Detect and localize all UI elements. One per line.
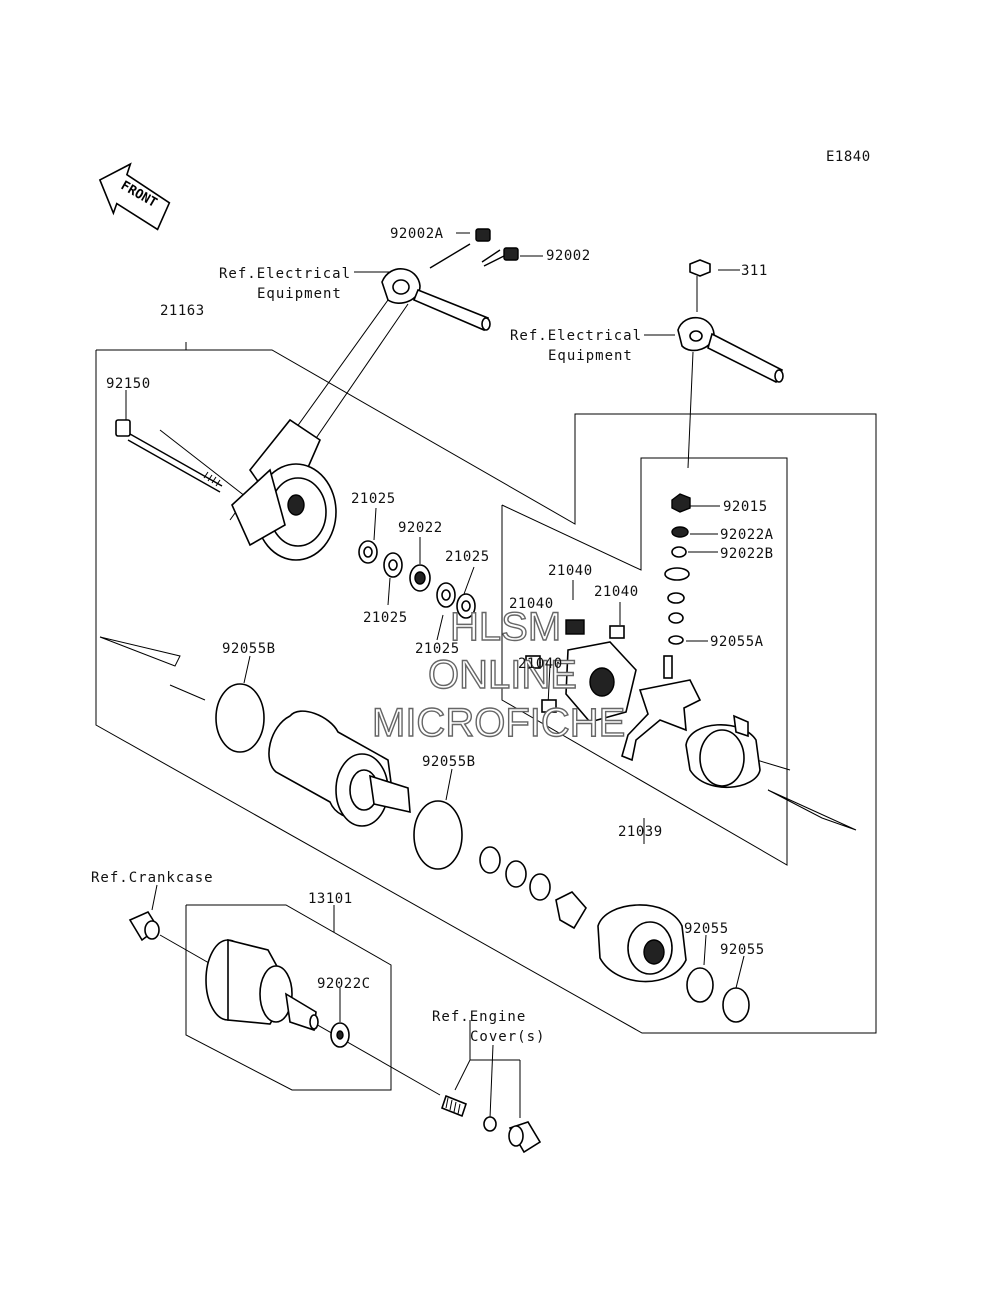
ref-elec-right-1: Ref.Electrical [510, 328, 642, 344]
part-label-92055-b: 92055 [720, 942, 765, 958]
part-label-13101: 13101 [308, 891, 353, 907]
bolt-92002 [481, 247, 519, 267]
front-flange [597, 904, 687, 983]
front-arrow-icon: FRONT [98, 162, 171, 231]
washer-mid-2 [505, 860, 527, 888]
motor-yoke [268, 710, 411, 827]
small-washer [483, 1116, 497, 1132]
part-label-92022C: 92022C [317, 976, 371, 992]
ref-elec-top-2: Equipment [257, 286, 342, 302]
part-label-92055B-b: 92055B [422, 754, 476, 770]
watermark-line-2: ONLINE [428, 653, 577, 697]
o-ring-92055-b [722, 987, 750, 1023]
long-bolt-92150 [115, 419, 223, 493]
part-label-21040-b: 21040 [594, 584, 639, 600]
ref-elec-top-1: Ref.Electrical [219, 266, 351, 282]
part-label-21025-c: 21025 [363, 610, 408, 626]
front-housing [685, 714, 761, 789]
part-label-21163: 21163 [160, 303, 205, 319]
ref-engine-cover-2: Cover(s) [470, 1029, 545, 1045]
part-label-92022A: 92022A [720, 527, 774, 543]
ref-elec-right-2: Equipment [548, 348, 633, 364]
ref-engine-cover-1: Ref.Engine [432, 1009, 526, 1025]
cable-top [229, 268, 491, 521]
o-ring-92055B-a [215, 683, 265, 753]
part-label-21040-a: 21040 [548, 563, 593, 579]
part-label-21039: 21039 [618, 824, 663, 840]
cable-right [677, 259, 784, 384]
idler-spring [441, 1094, 467, 1118]
o-ring-92055B-b [413, 800, 463, 870]
cover-bushing [508, 1121, 542, 1154]
part-label-21040-c: 21040 [509, 596, 554, 612]
washer-mid-1 [479, 846, 501, 874]
part-label-92055B-a: 92055B [222, 641, 276, 657]
brush-holder-21039 [525, 619, 702, 762]
part-label-92055-a: 92055 [684, 921, 729, 937]
part-label-92055A: 92055A [710, 634, 764, 650]
washer-92022C-hole [336, 1030, 344, 1040]
part-label-92002: 92002 [546, 248, 591, 264]
part-label-21025-a: 21025 [351, 491, 396, 507]
part-label-21025-b: 21025 [445, 549, 490, 565]
bolt-92002A [429, 228, 491, 269]
crankcase-bushing [128, 910, 160, 942]
part-label-21025-d: 21025 [415, 641, 460, 657]
ref-crankcase: Ref.Crankcase [91, 870, 214, 886]
part-label-92150: 92150 [106, 376, 151, 392]
part-label-92022B: 92022B [720, 546, 774, 562]
end-cover-21163 [231, 418, 337, 561]
part-label-311: 311 [741, 263, 768, 279]
part-label-92022: 92022 [398, 520, 443, 536]
watermark-line-3: MICROFICHE [372, 701, 625, 745]
watermark-line-1: HLSM [450, 605, 561, 649]
axis-arrow-right-icon [767, 789, 857, 831]
part-label-92002A: 92002A [390, 226, 444, 242]
part-label-92015: 92015 [723, 499, 768, 515]
o-ring-92055-a [686, 967, 714, 1003]
part-label-21040-d: 21040 [518, 656, 563, 672]
axis-arrow-left-icon [99, 636, 181, 667]
washer-mid-3 [529, 873, 551, 901]
assembly-outline [95, 342, 877, 1091]
diagram-code: E1840 [826, 149, 871, 165]
lock-plate [555, 891, 587, 930]
shim-set [358, 540, 476, 619]
starter-clutch-13101 [205, 938, 319, 1032]
terminal-hardware [664, 493, 691, 645]
